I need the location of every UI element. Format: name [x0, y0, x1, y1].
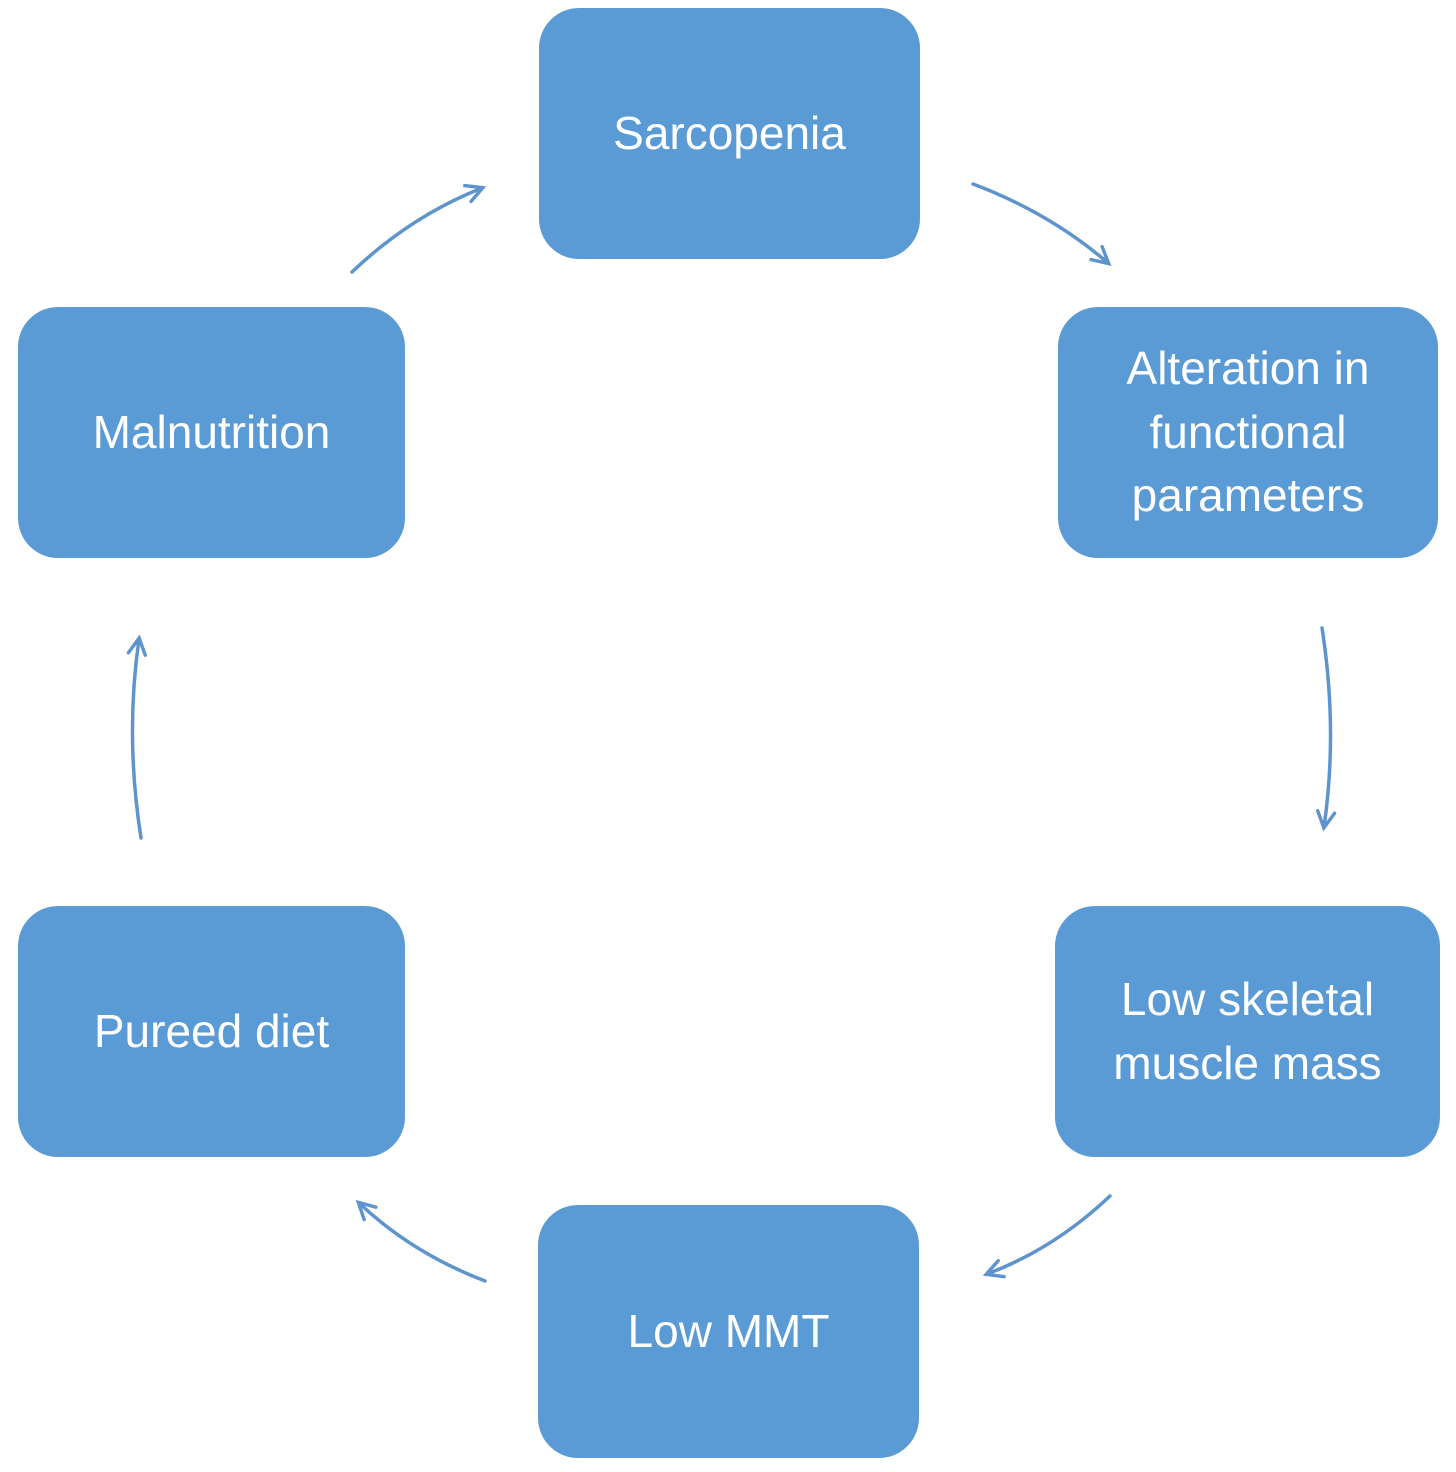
- node-low-mmt: Low MMT: [538, 1205, 919, 1458]
- node-low-skeletal-muscle-mass-label: Low skeletal muscle mass: [1113, 973, 1382, 1089]
- node-malnutrition: Malnutrition: [18, 307, 405, 558]
- node-malnutrition-label: Malnutrition: [92, 405, 331, 458]
- node-alteration-functional-parameters-label: Alteration in functional parameters: [1126, 342, 1370, 522]
- node-sarcopenia-label: Sarcopenia: [613, 106, 846, 159]
- arrow-sarcopenia-to-alteration: [971, 182, 1112, 266]
- arrow-malnutrition-to-sarcopenia: [350, 183, 487, 274]
- arrow-pureed-diet-to-malnutrition: [126, 634, 147, 840]
- node-sarcopenia: Sarcopenia: [539, 8, 920, 259]
- arrow-low-skeletal-muscle-mass-to-low-mmt: [982, 1194, 1112, 1279]
- arrow-alteration-to-low-skeletal-muscle-mass: [1316, 626, 1337, 832]
- node-low-skeletal-muscle-mass: Low skeletal muscle mass: [1055, 906, 1440, 1157]
- arrow-low-mmt-to-pureed-diet: [355, 1199, 487, 1283]
- node-low-mmt-label: Low MMT: [627, 1304, 830, 1357]
- node-pureed-diet-label: Pureed diet: [93, 1004, 330, 1057]
- node-pureed-diet: Pureed diet: [18, 906, 405, 1157]
- node-alteration-functional-parameters: Alteration in functional parameters: [1058, 307, 1438, 558]
